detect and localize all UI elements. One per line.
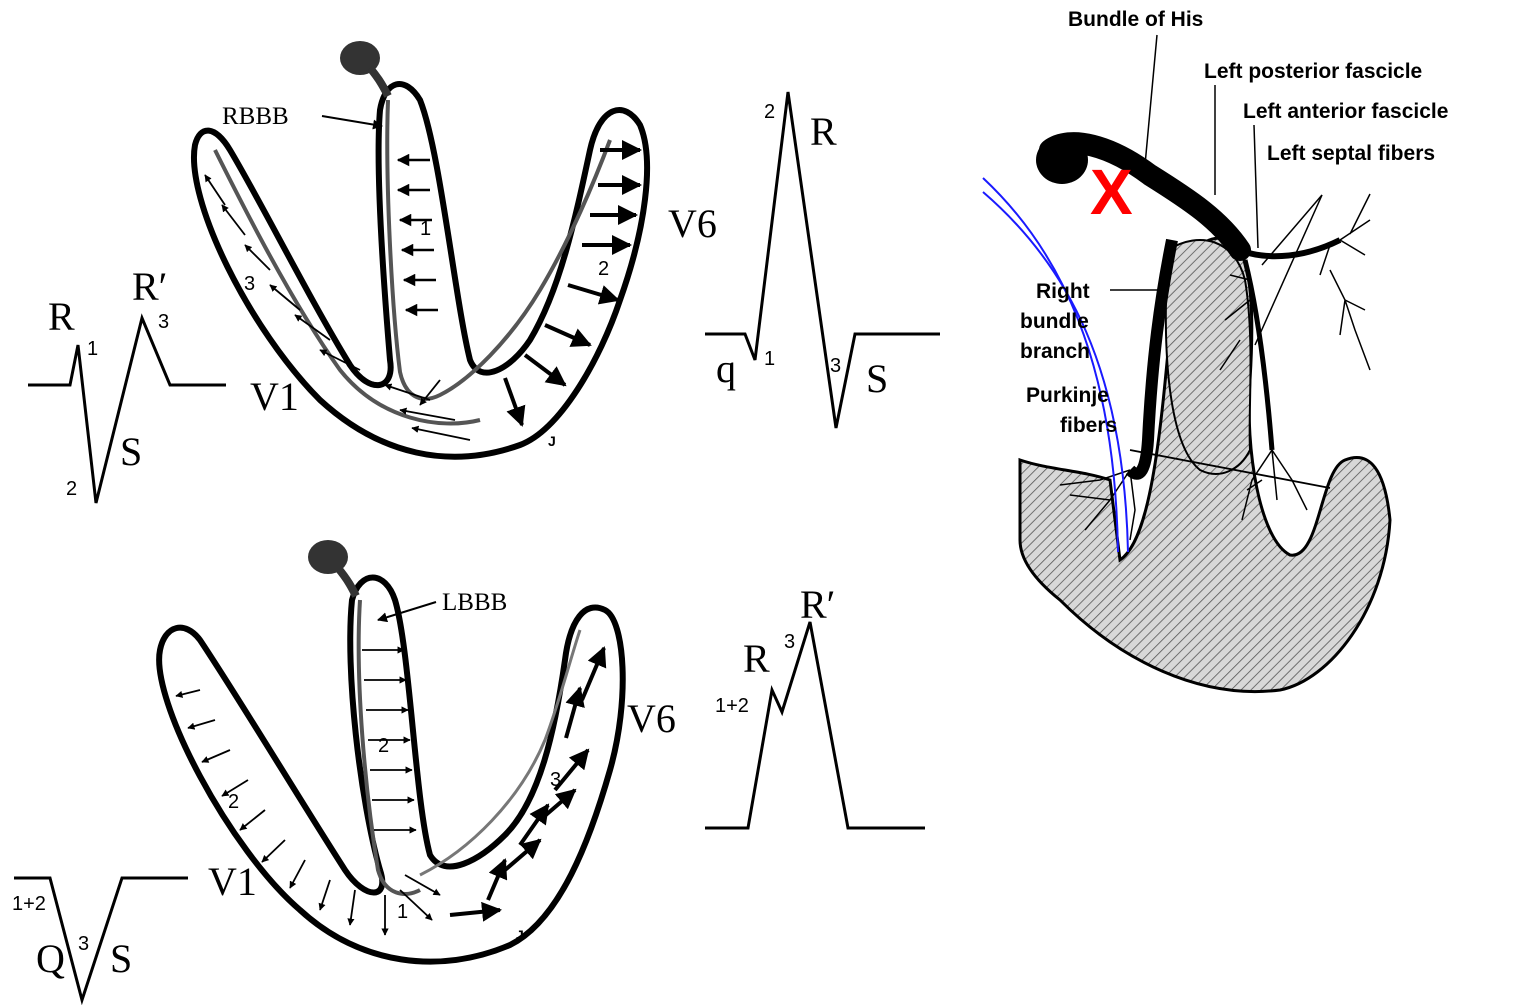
rbbb-v1-step-1: 1	[87, 338, 98, 360]
rbbb-v6-s: S	[866, 356, 888, 401]
rbbb-label: RBBB	[222, 103, 289, 130]
lbbb-v1-step-1-2: 1+2	[12, 893, 46, 915]
rbbb-heart-j-label: J	[548, 433, 556, 449]
rbbb-v6-step-2: 2	[764, 101, 775, 123]
lbbb-v6-step-1-2: 1+2	[715, 695, 749, 717]
label-left-septal-fibers: Left septal fibers	[1267, 142, 1435, 165]
lbbb-heart-step-2a: 2	[378, 735, 389, 757]
rbbb-v1-step-2: 2	[66, 478, 77, 500]
lbbb-v1-step-3: 3	[78, 933, 89, 955]
conduction-anatomy	[1020, 35, 1390, 692]
lbbb-v6-waveform	[705, 622, 925, 828]
label-left-anterior-fascicle: Left anterior fascicle	[1243, 100, 1448, 123]
lbbb-heart-step-2b: 2	[228, 791, 239, 813]
lbbb-heart-step-3: 3	[550, 769, 561, 791]
rbbb-v1-r: R	[48, 294, 75, 339]
rbbb-v1-s: S	[120, 429, 142, 474]
label-purkinje-fibers-1: Purkinje	[1026, 384, 1109, 407]
lbbb-v6-r-prime: R′	[800, 582, 835, 627]
label-right-bundle-branch-3: branch	[1020, 340, 1090, 363]
lbbb-v1-s: S	[110, 936, 132, 981]
rbbb-lead-v1: V1	[250, 374, 299, 419]
rbbb-v1-r-prime: R′	[132, 264, 167, 309]
lbbb-label: LBBB	[442, 589, 507, 616]
lbbb-lead-v6: V6	[627, 696, 676, 741]
lbbb-v6-r: R	[743, 636, 770, 681]
rbbb-v1-waveform	[28, 318, 226, 503]
rbbb-v1-step-3: 3	[158, 311, 169, 333]
rbbb-pointer	[322, 116, 382, 126]
lbbb-heart-step-1: 1	[397, 901, 408, 923]
rbbb-heart-step-1: 1	[420, 218, 431, 240]
rbbb-heart-step-3: 3	[244, 273, 255, 295]
label-left-posterior-fascicle: Left posterior fascicle	[1204, 60, 1422, 83]
label-right-bundle-branch-2: bundle	[1020, 310, 1089, 333]
rbbb-v6-step-3: 3	[830, 355, 841, 377]
rbbb-lead-v6: V6	[668, 201, 717, 246]
lbbb-v1-q: Q	[36, 936, 65, 981]
lbbb-lead-v1: V1	[208, 859, 257, 904]
lbbb-heart-j-label: J	[516, 927, 524, 943]
rbbb-v6-r: R	[810, 109, 837, 154]
block-x-marker: X	[1090, 156, 1133, 228]
label-right-bundle-branch-1: Right	[1036, 280, 1090, 303]
rbbb-v6-q: q	[716, 346, 736, 391]
label-bundle-of-his: Bundle of His	[1068, 8, 1203, 31]
label-purkinje-fibers-2: fibers	[1060, 414, 1117, 437]
lbbb-v6-step-3: 3	[784, 631, 795, 653]
rbbb-heart-step-2: 2	[598, 258, 609, 280]
rbbb-v6-step-1: 1	[764, 348, 775, 370]
